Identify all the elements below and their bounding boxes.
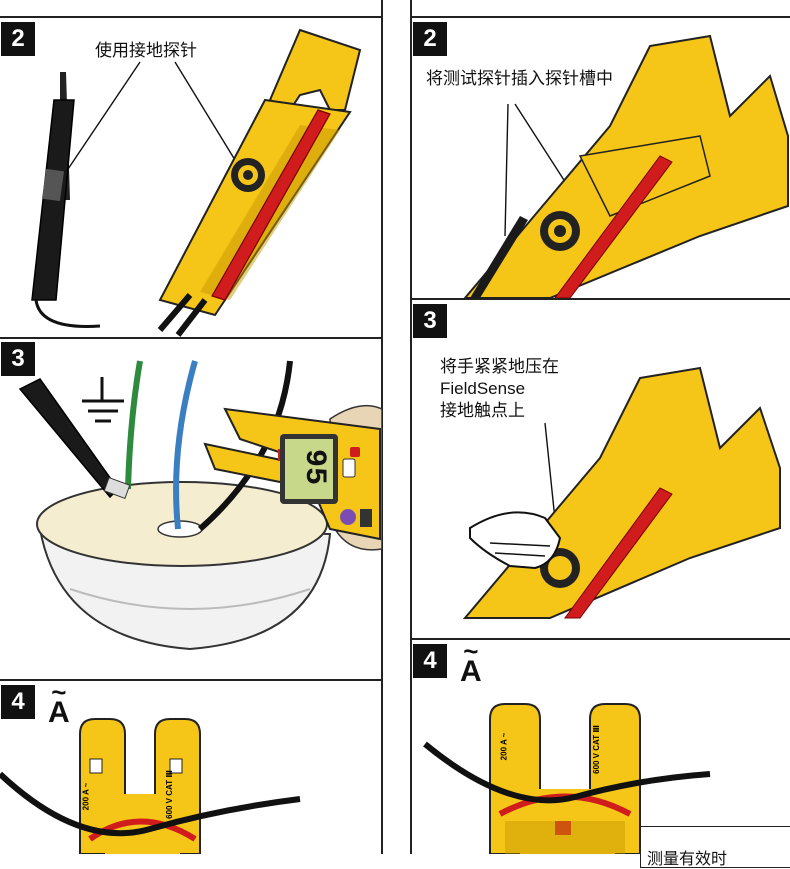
ground-symbol-icon — [82, 377, 124, 421]
press-contact-illustration — [410, 298, 790, 638]
jaw-label-right: 600 V CAT Ⅲ — [592, 725, 601, 774]
jaw-clamp-illustration — [0, 679, 382, 854]
note-text: 测量有效时 — [647, 845, 727, 869]
bowl-icon — [37, 482, 330, 649]
jaw-label-left: 200 A ~ — [499, 733, 508, 761]
tester-with-probe-icon — [160, 30, 360, 335]
insert-probe-illustration — [410, 16, 790, 298]
hand-icon — [470, 512, 560, 568]
black-probe-icon — [32, 72, 100, 326]
bowl-test-illustration — [0, 339, 382, 679]
jaw-label-left: 200 A ~ — [81, 783, 90, 811]
ground-probe-illustration — [0, 0, 382, 337]
meter-reading: 95 — [297, 449, 331, 485]
note-box: 测量有效时 — [640, 826, 790, 868]
jaw-label-right: 600 V CAT Ⅲ — [165, 770, 174, 819]
